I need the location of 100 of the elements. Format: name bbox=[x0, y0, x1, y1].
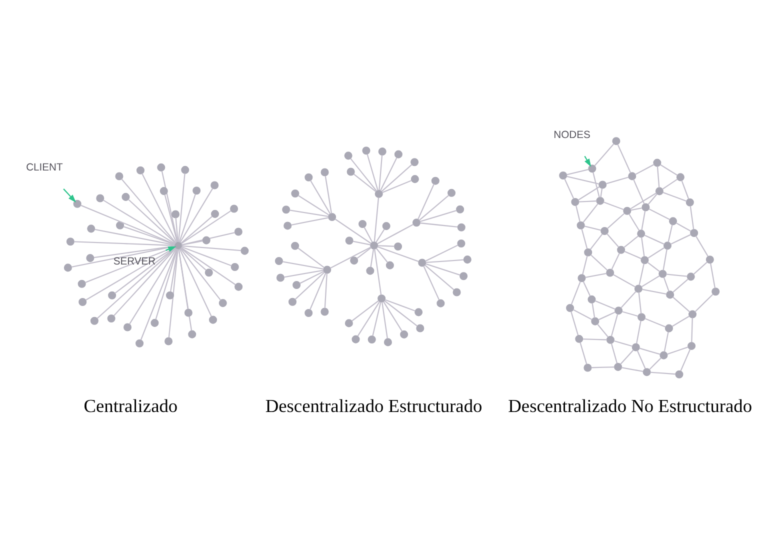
node-circle bbox=[274, 256, 283, 264]
node-circle bbox=[345, 236, 354, 244]
connector bbox=[603, 201, 624, 210]
node-circle bbox=[230, 204, 238, 212]
connector bbox=[375, 228, 385, 242]
connector bbox=[672, 296, 690, 312]
connector bbox=[660, 164, 678, 176]
arrow bbox=[584, 155, 592, 166]
connector bbox=[128, 198, 176, 244]
connector bbox=[382, 179, 412, 193]
node-circle bbox=[202, 236, 210, 244]
node-circle bbox=[457, 222, 466, 231]
connector bbox=[381, 164, 412, 192]
connector bbox=[352, 240, 371, 245]
node-circle bbox=[571, 197, 580, 206]
node-circle bbox=[166, 290, 174, 299]
node-circle bbox=[588, 164, 596, 172]
node-circle bbox=[637, 229, 646, 238]
connector bbox=[426, 258, 464, 263]
node-circle bbox=[276, 273, 284, 282]
connector bbox=[614, 340, 633, 346]
connector bbox=[592, 302, 596, 318]
connector bbox=[610, 314, 618, 336]
node-circle bbox=[712, 287, 720, 296]
connector bbox=[564, 178, 574, 198]
connector bbox=[650, 371, 676, 374]
connector bbox=[179, 248, 212, 316]
node-circle bbox=[284, 221, 292, 230]
connector bbox=[128, 248, 177, 324]
node-circle bbox=[664, 324, 673, 332]
connector bbox=[693, 261, 708, 274]
connector bbox=[374, 248, 382, 294]
connector bbox=[350, 158, 377, 191]
connector bbox=[180, 215, 213, 244]
connector bbox=[353, 173, 376, 192]
node-circle bbox=[632, 342, 640, 351]
node-circle bbox=[172, 210, 180, 218]
node-circle bbox=[192, 186, 201, 194]
node-circle bbox=[160, 186, 168, 195]
node-circle bbox=[358, 220, 367, 228]
node-circle bbox=[344, 318, 353, 327]
node-circle bbox=[653, 158, 662, 166]
connector bbox=[641, 210, 646, 230]
node-text: SERVER bbox=[113, 256, 156, 268]
node-circle bbox=[86, 254, 94, 262]
node-circle bbox=[288, 297, 297, 306]
connector bbox=[590, 254, 608, 270]
connector bbox=[364, 226, 373, 242]
connector bbox=[656, 166, 660, 188]
connector bbox=[666, 273, 688, 276]
node-circle bbox=[394, 150, 402, 158]
connector bbox=[164, 194, 178, 242]
connector bbox=[582, 280, 591, 296]
node-circle bbox=[606, 268, 614, 276]
connector bbox=[175, 217, 178, 242]
node-circle bbox=[87, 224, 96, 232]
connector bbox=[570, 310, 579, 335]
label: Centralizado bbox=[84, 396, 178, 416]
node-circle bbox=[122, 192, 130, 200]
node-circle bbox=[706, 255, 714, 264]
connector bbox=[161, 170, 178, 242]
connector bbox=[352, 300, 379, 321]
node-circle bbox=[78, 297, 87, 306]
node-circle bbox=[614, 306, 623, 314]
connector bbox=[378, 154, 383, 190]
connector bbox=[594, 143, 614, 166]
connector bbox=[383, 301, 403, 332]
connector bbox=[420, 222, 458, 228]
connector bbox=[372, 302, 382, 336]
connector bbox=[180, 246, 236, 285]
connector bbox=[86, 246, 176, 300]
node-circle bbox=[368, 334, 376, 343]
connector bbox=[630, 206, 642, 210]
connector bbox=[664, 331, 669, 352]
connector bbox=[695, 235, 708, 256]
connector bbox=[72, 245, 175, 267]
node-circle bbox=[690, 228, 698, 236]
connector bbox=[580, 342, 588, 364]
connector bbox=[611, 252, 620, 270]
node-circle bbox=[588, 294, 596, 303]
node-circle bbox=[344, 151, 352, 160]
connector bbox=[582, 202, 598, 222]
connector bbox=[690, 206, 694, 229]
connector bbox=[180, 187, 214, 242]
node-circle bbox=[576, 220, 585, 229]
node-circle bbox=[282, 205, 290, 214]
connector bbox=[624, 250, 642, 259]
connector bbox=[628, 213, 640, 230]
node-circle bbox=[584, 248, 592, 256]
connector bbox=[600, 188, 603, 198]
connector bbox=[384, 300, 418, 326]
connector bbox=[681, 180, 690, 199]
node-circle bbox=[663, 241, 672, 250]
node-circle bbox=[90, 316, 98, 324]
connector bbox=[575, 204, 580, 222]
connector bbox=[582, 338, 607, 340]
connector bbox=[284, 269, 324, 278]
connector bbox=[636, 320, 642, 344]
node-circle bbox=[400, 330, 408, 338]
connector bbox=[666, 346, 688, 354]
